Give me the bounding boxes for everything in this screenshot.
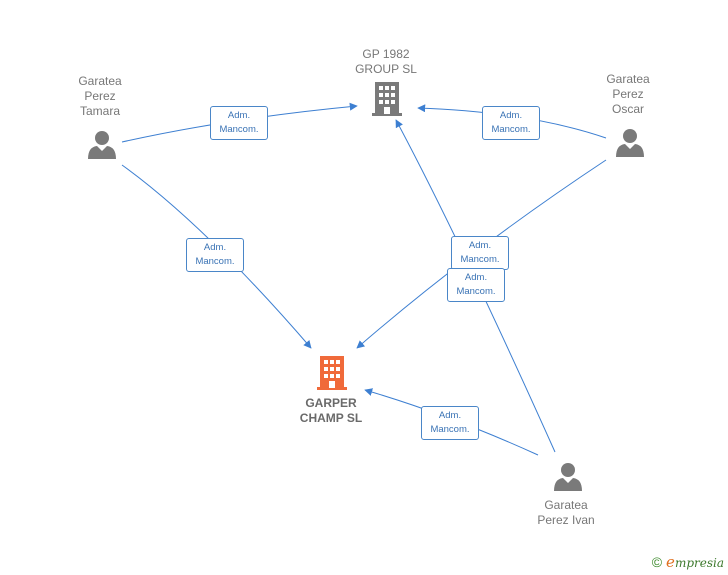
brand-footer: © empresia	[652, 553, 724, 571]
building-icon	[317, 356, 347, 390]
edge-label-role: Adm.	[464, 272, 488, 283]
edge-label-role: Mancom.	[456, 286, 496, 297]
edge-label-role: Adm.	[227, 110, 251, 121]
edge-label-role: Mancom.	[219, 124, 259, 135]
edge-label-oscar-garper[interactable]: Adm. Mancom.	[451, 236, 509, 270]
node-label-tamara: Garatea Perez Tamara	[78, 74, 122, 118]
brand-name: mpresia	[674, 556, 724, 570]
person-icon	[616, 129, 644, 157]
edge-label-role: Adm.	[499, 110, 523, 121]
brand-initial: e	[666, 553, 675, 571]
person-icon	[554, 463, 582, 491]
node-label-gp1982: GP 1982 GROUP SL	[355, 47, 417, 76]
node-label-ivan: Garatea Perez Ivan	[537, 498, 595, 527]
edge-label-role: Adm.	[203, 242, 227, 253]
node-label-garper: GARPER CHAMP SL	[299, 396, 363, 425]
edge-label-role: Mancom.	[430, 424, 470, 435]
node-label-oscar: Garatea Perez Oscar	[606, 72, 650, 116]
edge-label-oscar-gp1982[interactable]: Adm. Mancom.	[482, 106, 540, 140]
edge-label-tamara-gp1982[interactable]: Adm. Mancom.	[210, 106, 268, 140]
edge-label-role: Mancom.	[195, 256, 235, 267]
brand-logo: empresia	[666, 553, 724, 571]
person-icon	[88, 131, 116, 159]
edge-label-role: Mancom.	[460, 254, 500, 265]
edge-label-role: Adm.	[468, 240, 492, 251]
edge-label-ivan-gp1982[interactable]: Adm. Mancom.	[447, 268, 505, 302]
edge-label-role: Adm.	[438, 410, 462, 421]
edge-label-ivan-garper[interactable]: Adm. Mancom.	[421, 406, 479, 440]
edge-label-role: Mancom.	[491, 124, 531, 135]
building-icon	[372, 82, 402, 116]
edge-label-tamara-garper[interactable]: Adm. Mancom.	[186, 238, 244, 272]
copyright-icon: ©	[651, 554, 663, 570]
